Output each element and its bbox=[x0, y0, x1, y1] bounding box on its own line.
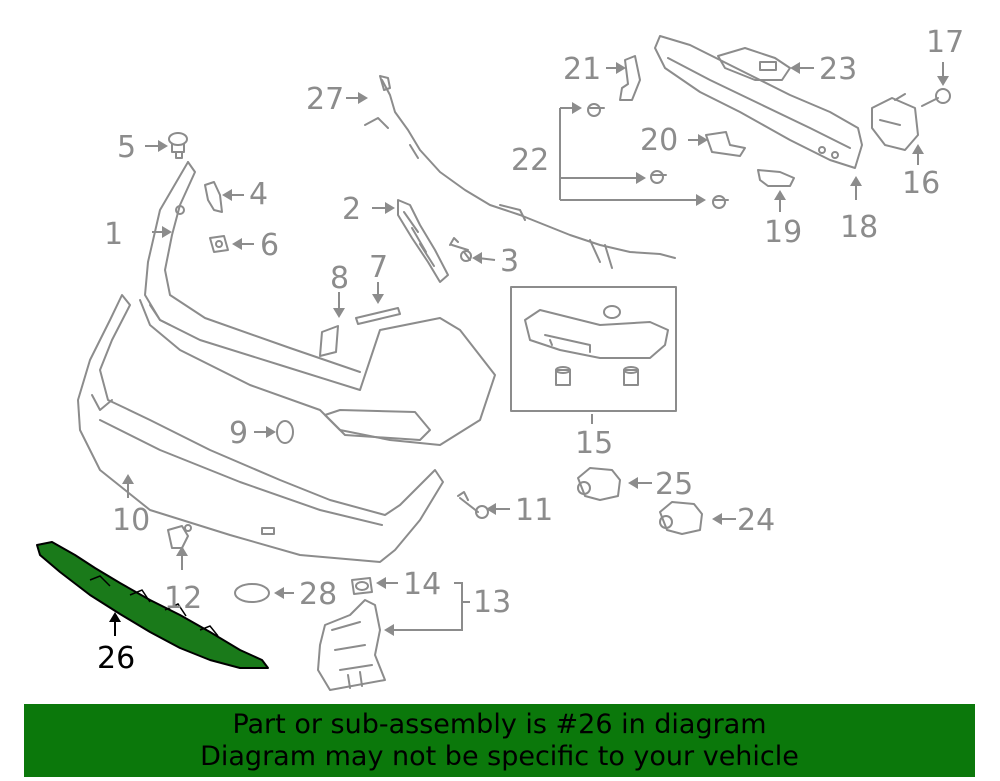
banner-line-1: Part or sub-assembly is #26 in diagram bbox=[232, 709, 767, 740]
part-21-bracket bbox=[619, 55, 641, 101]
banner-line-2: Diagram may not be specific to your vehi… bbox=[200, 741, 799, 772]
part-18-reinforcement-beam bbox=[654, 35, 863, 169]
parts-diagram: 1 2 3 4 5 6 7 8 9 10 11 12 13 14 15 16 1… bbox=[36, 25, 964, 691]
callout-17: 17 bbox=[926, 25, 964, 60]
part-25-sensor bbox=[577, 467, 621, 501]
callout-1: 1 bbox=[104, 217, 123, 252]
part-27-wiring-harness bbox=[364, 75, 676, 269]
part-17-bolt bbox=[921, 88, 951, 107]
callout-16: 16 bbox=[902, 166, 940, 201]
part-24-sensor bbox=[659, 501, 703, 535]
callout-9: 9 bbox=[229, 416, 248, 451]
callout-13: 13 bbox=[473, 585, 511, 620]
part-2-bracket bbox=[397, 199, 449, 283]
part-26-lower-valance bbox=[36, 541, 269, 669]
part-19-bracket bbox=[757, 169, 795, 187]
callout-6: 6 bbox=[260, 228, 279, 263]
leader-lines bbox=[109, 62, 949, 636]
part-5-screw bbox=[168, 132, 188, 159]
callout-3: 3 bbox=[500, 244, 519, 279]
callout-14: 14 bbox=[403, 567, 441, 602]
callout-22: 22 bbox=[511, 143, 549, 178]
callout-26: 26 bbox=[97, 641, 135, 676]
callout-5: 5 bbox=[117, 130, 136, 165]
part-10-lower-bumper bbox=[77, 294, 444, 563]
part-9-plug bbox=[276, 420, 294, 444]
callout-11: 11 bbox=[515, 493, 553, 528]
callout-20: 20 bbox=[640, 123, 678, 158]
part-3-clip bbox=[449, 237, 472, 262]
callout-25: 25 bbox=[655, 467, 693, 502]
part-28-gasket bbox=[234, 583, 270, 603]
part-15-lamp-assembly bbox=[510, 286, 677, 412]
part-8-label bbox=[319, 325, 339, 357]
callout-labels: 1 2 3 4 5 6 7 8 9 10 11 12 13 14 15 16 1… bbox=[97, 25, 964, 676]
callout-19: 19 bbox=[764, 215, 802, 250]
callout-4: 4 bbox=[249, 177, 268, 212]
part-1-bumper-cover bbox=[139, 161, 496, 446]
callout-23: 23 bbox=[819, 52, 857, 87]
callout-28: 28 bbox=[299, 577, 337, 612]
part-16-bracket bbox=[871, 93, 919, 151]
part-22-bolts bbox=[587, 103, 729, 209]
callout-21: 21 bbox=[563, 52, 601, 87]
part-6-nut bbox=[209, 235, 229, 253]
callout-2: 2 bbox=[342, 192, 361, 227]
part-12-bracket bbox=[167, 524, 192, 549]
callout-8: 8 bbox=[330, 261, 349, 296]
callout-24: 24 bbox=[737, 503, 775, 538]
part-20-bracket bbox=[705, 131, 746, 157]
part-7-strip bbox=[355, 307, 401, 325]
callout-27: 27 bbox=[306, 82, 344, 117]
part-13-bracket bbox=[317, 599, 386, 691]
callout-10: 10 bbox=[112, 503, 150, 538]
part-23-absorber bbox=[717, 47, 791, 81]
callout-18: 18 bbox=[840, 210, 878, 245]
callout-12: 12 bbox=[164, 581, 202, 616]
callout-15: 15 bbox=[575, 426, 613, 461]
callout-7: 7 bbox=[369, 250, 388, 285]
info-banner: Part or sub-assembly is #26 in diagram D… bbox=[24, 704, 975, 777]
part-4-bracket bbox=[204, 181, 223, 213]
part-14-nut bbox=[351, 577, 373, 595]
part-11-bolt bbox=[457, 491, 489, 519]
